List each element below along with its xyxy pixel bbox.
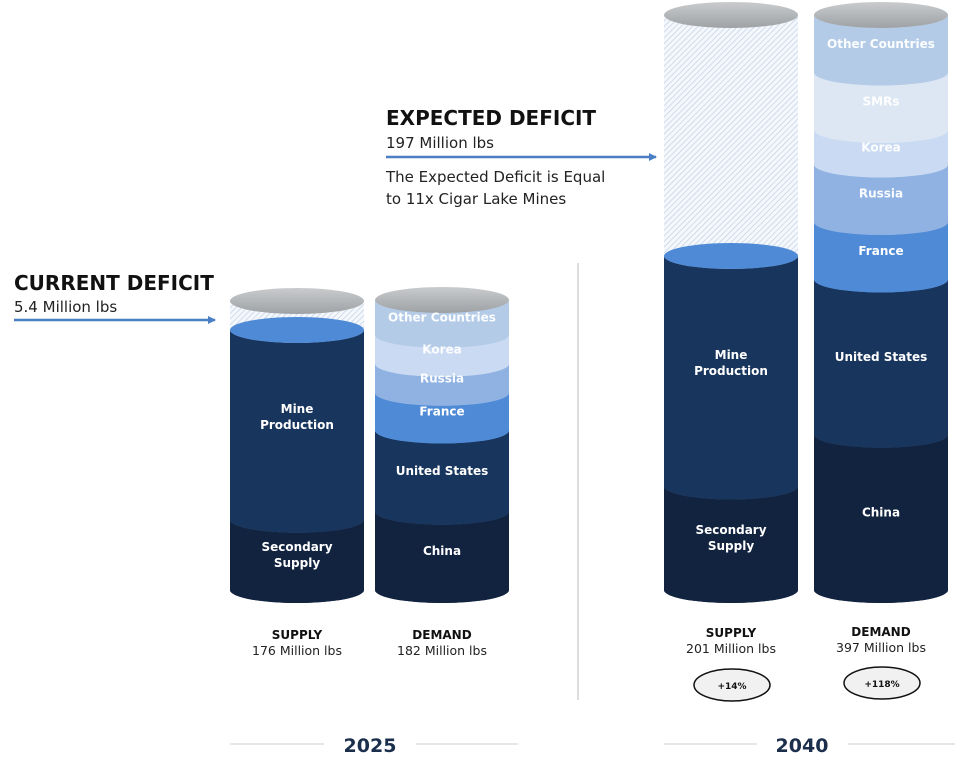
supply-2025-total: 176 Million lbs — [252, 643, 342, 658]
supply-change-text: +14% — [717, 682, 746, 692]
segment-label-2040-demand-china: China — [862, 505, 900, 519]
cylinder-cap-2025-demand — [375, 287, 509, 313]
segment-label-2040-demand-russia: Russia — [859, 186, 903, 200]
supply-change-badge: +14% — [693, 668, 771, 702]
segment-label-2025-demand-korea: Korea — [422, 342, 462, 356]
year-2025-label: 2025 — [344, 735, 397, 757]
year-2040-label: 2040 — [776, 735, 829, 757]
expected-deficit-annotation: EXPECTED DEFICIT 197 Million lbs The Exp… — [385, 106, 657, 208]
segment-label-2025-demand-china: China — [423, 544, 461, 558]
demand-2025-label: DEMAND — [412, 628, 471, 642]
demand-2040-label: DEMAND — [851, 625, 910, 639]
current-deficit-value: 5.4 Million lbs — [14, 298, 117, 316]
cylinder-cap-2040-supply — [664, 2, 798, 28]
deficit-hatch-2040 — [664, 15, 798, 256]
segment-label-2040-demand-smrs: SMRs — [863, 94, 900, 108]
segment-label-2040-supply-secondary-supply: Supply — [708, 539, 754, 553]
segment-face-2040-demand-smrs — [814, 72, 948, 143]
segment-label-2040-supply-mine-production: Production — [694, 364, 768, 378]
supply-2025-label: SUPPLY — [272, 628, 323, 642]
segment-face-2040-demand-france — [814, 222, 948, 293]
segment-label-2040-demand-united-states: United States — [835, 350, 928, 364]
segment-face-2025-demand-united-states — [375, 430, 509, 525]
demand-2025-total: 182 Million lbs — [397, 643, 487, 658]
segment-label-2025-supply-secondary-supply: Supply — [274, 556, 320, 570]
segment-face-2040-supply-secondary-supply — [664, 486, 798, 603]
current-deficit-annotation: CURRENT DEFICIT 5.4 Million lbs — [14, 271, 216, 324]
expected-deficit-value: 197 Million lbs — [386, 134, 494, 152]
supply-fill-top-2040 — [664, 243, 798, 269]
segment-face-2040-supply-mine-production — [664, 256, 798, 500]
segment-face-2040-demand-korea — [814, 130, 948, 178]
segment-label-2040-demand-korea: Korea — [861, 140, 901, 154]
segment-label-2040-supply-mine-production: Mine — [715, 348, 748, 362]
expected-deficit-title: EXPECTED DEFICIT — [386, 106, 596, 130]
expected-deficit-note-line-1: The Expected Deficit is Equal — [385, 168, 605, 186]
demand-change-text: +118% — [864, 680, 899, 690]
demand-2040-total: 397 Million lbs — [836, 640, 926, 655]
segment-label-2025-demand-other-countries: Other Countries — [388, 310, 496, 324]
segment-face-2040-demand-russia — [814, 164, 948, 235]
segment-label-2040-demand-other-countries: Other Countries — [827, 37, 935, 51]
segment-label-2025-supply-secondary-supply: Secondary — [261, 540, 332, 554]
segment-label-2025-demand-france: France — [419, 405, 464, 419]
supply-2040-total: 201 Million lbs — [686, 641, 776, 656]
segment-face-2040-demand-other-countries — [814, 15, 948, 86]
cylinder-2040-demand: China United States France Russia Korea SMRs O… — [814, 2, 948, 603]
current-deficit-title: CURRENT DEFICIT — [14, 271, 214, 295]
segment-face-2025-demand-russia — [375, 363, 509, 406]
segment-label-2025-demand-russia: Russia — [420, 371, 464, 385]
segment-label-2025-supply-mine-production: Production — [260, 418, 334, 432]
segment-face-2025-demand-china — [375, 511, 509, 603]
segment-face-2025-supply-mine-production — [230, 330, 364, 533]
segment-face-2025-demand-korea — [375, 334, 509, 377]
segment-label-2025-demand-united-states: United States — [396, 464, 489, 478]
cylinder-cap-2040-demand — [814, 2, 948, 28]
expected-deficit-note-line-2: to 11x Cigar Lake Mines — [386, 190, 566, 208]
segment-face-2040-demand-china — [814, 434, 948, 603]
cylinder-2025-demand: China United States France Russia Korea Other… — [375, 287, 509, 603]
segment-label-2040-demand-france: France — [858, 244, 903, 258]
segment-label-2025-supply-mine-production: Mine — [281, 402, 314, 416]
segment-label-2040-supply-secondary-supply: Secondary — [695, 523, 766, 537]
segment-face-2040-demand-united-states — [814, 279, 948, 448]
segment-face-2025-demand-other-countries — [375, 300, 509, 348]
cylinder-cap-2025-supply — [230, 288, 364, 314]
demand-change-badge: +118% — [843, 666, 921, 700]
segment-face-2025-supply-secondary-supply — [230, 519, 364, 603]
supply-2040-label: SUPPLY — [706, 626, 757, 640]
supply-fill-top-2025 — [230, 317, 364, 343]
segment-face-2025-demand-france — [375, 392, 509, 444]
